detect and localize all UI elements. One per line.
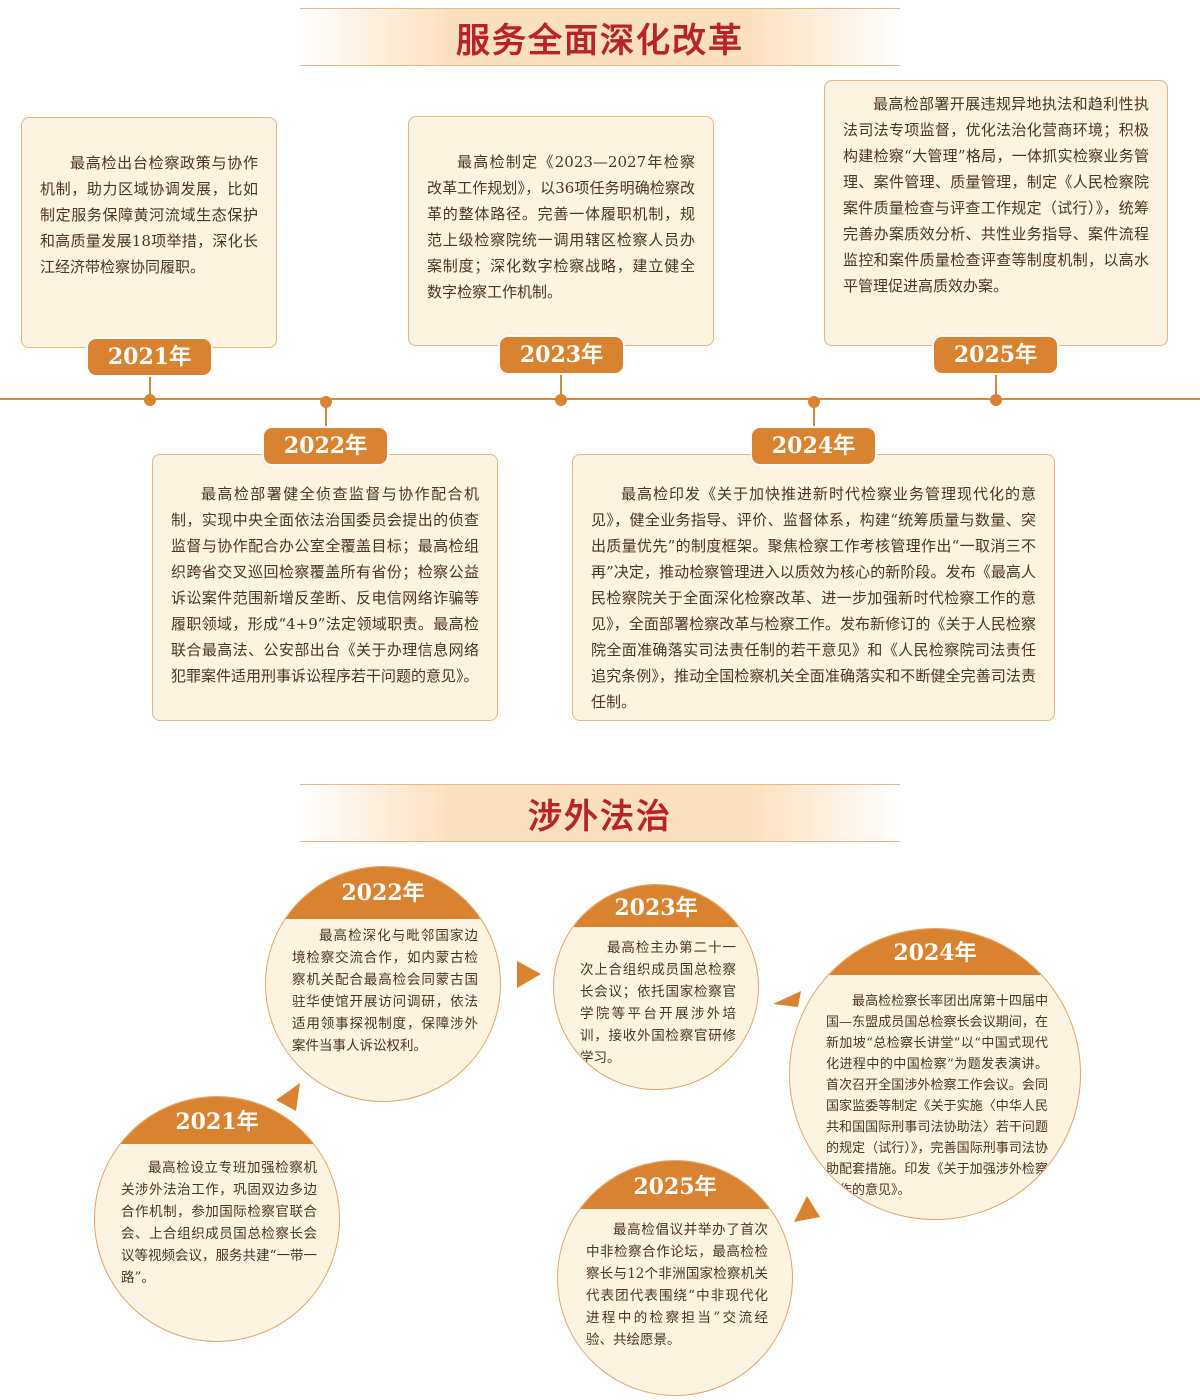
year-label-2022: 2022年	[262, 426, 389, 466]
circle-text: 最高检深化与毗邻国家边境检察交流合作，如内蒙古检察机关配合最高检会同蒙古国驻华使…	[292, 928, 478, 1054]
circle-text: 最高检检察长率团出席第十四届中国—东盟成员国总检察长会议期间，在新加坡“总检察长…	[826, 994, 1048, 1198]
year-label-2025: 2025年	[932, 335, 1059, 375]
timeline-card-2021: 最高检出台检察政策与协作机制，助力区域协调发展，比如制定服务保障黄河流域生态保护…	[21, 117, 277, 348]
circle-text: 最高检设立专班加强检察机关涉外法治工作，巩固双边多边合作机制，参加国际检察官联合…	[121, 1160, 317, 1286]
circle-year: 2022年	[266, 867, 500, 919]
timeline-dot	[555, 394, 567, 406]
timeline-dot	[144, 394, 156, 406]
card-text: 最高检部署健全侦查监督与协作配合机制，实现中央全面依法治国委员会提出的侦查监督与…	[171, 485, 479, 685]
year-label-2021: 2021年	[86, 337, 213, 377]
connector	[813, 402, 815, 426]
section-title: 涉外法治	[528, 796, 672, 837]
circle-2022: 2022年 最高检深化与毗邻国家边境检察交流合作，如内蒙古检察机关配合最高检会同…	[265, 866, 501, 1102]
circle-2021: 2021年 最高检设立专班加强检察机关涉外法治工作，巩固双边多边合作机制，参加国…	[94, 1096, 340, 1342]
circle-text: 最高检主办第二十一次上合组织成员国总检察长会议；依托国家检察官学院等平台开展涉外…	[580, 940, 736, 1066]
card-text: 最高检制定《2023—2027年检察改革工作规划》，以36项任务明确检察改革的整…	[427, 153, 695, 301]
connector	[149, 377, 151, 399]
connector	[995, 375, 997, 399]
connector	[325, 402, 327, 426]
section-title-banner: 涉外法治	[300, 784, 900, 842]
section-title: 服务全面深化改革	[456, 20, 744, 61]
circle-2023: 2023年 最高检主办第二十一次上合组织成员国总检察长会议；依托国家检察官学院等…	[553, 884, 759, 1090]
timeline-card-2024: 最高检印发《关于加快推进新时代检察业务管理现代化的意见》，健全业务指导、评价、监…	[572, 454, 1055, 721]
circle-year: 2023年	[554, 885, 758, 927]
arrow-2022-to-2023	[517, 961, 541, 988]
circle-year: 2021年	[95, 1097, 339, 1144]
section-title-banner: 服务全面深化改革	[300, 8, 900, 66]
circle-text: 最高检倡议并举办了首次中非检察合作论坛，最高检检察长与12个非洲国家检察机关代表…	[586, 1222, 768, 1348]
timeline-card-2025: 最高检部署开展违规异地执法和趋利性执法司法专项监督，优化法治化营商环境；积极构建…	[824, 80, 1168, 346]
timeline-axis	[0, 398, 1200, 400]
timeline-card-2023: 最高检制定《2023—2027年检察改革工作规划》，以36项任务明确检察改革的整…	[408, 116, 714, 346]
circle-year: 2024年	[790, 929, 1080, 975]
year-label-2024: 2024年	[750, 426, 877, 466]
circle-year: 2025年	[558, 1161, 792, 1209]
card-text: 最高检印发《关于加快推进新时代检察业务管理现代化的意见》，健全业务指导、评价、监…	[591, 485, 1036, 711]
arrow-2024-to-2025	[794, 1196, 820, 1222]
card-text: 最高检出台检察政策与协作机制，助力区域协调发展，比如制定服务保障黄河流域生态保护…	[40, 154, 258, 276]
arrow-2023-to-2024	[773, 991, 801, 1007]
timeline-dot	[990, 394, 1002, 406]
card-text: 最高检部署开展违规异地执法和趋利性执法司法专项监督，优化法治化营商环境；积极构建…	[843, 95, 1149, 295]
arrow-2021-to-2022	[276, 1083, 300, 1111]
connector	[560, 375, 562, 399]
year-label-2023: 2023年	[498, 335, 625, 375]
circle-2024: 2024年 最高检检察长率团出席第十四届中国—东盟成员国总检察长会议期间，在新加…	[789, 928, 1081, 1220]
timeline-card-2022: 最高检部署健全侦查监督与协作配合机制，实现中央全面依法治国委员会提出的侦查监督与…	[152, 454, 498, 721]
circle-2025: 2025年 最高检倡议并举办了首次中非检察合作论坛，最高检检察长与12个非洲国家…	[557, 1160, 793, 1396]
